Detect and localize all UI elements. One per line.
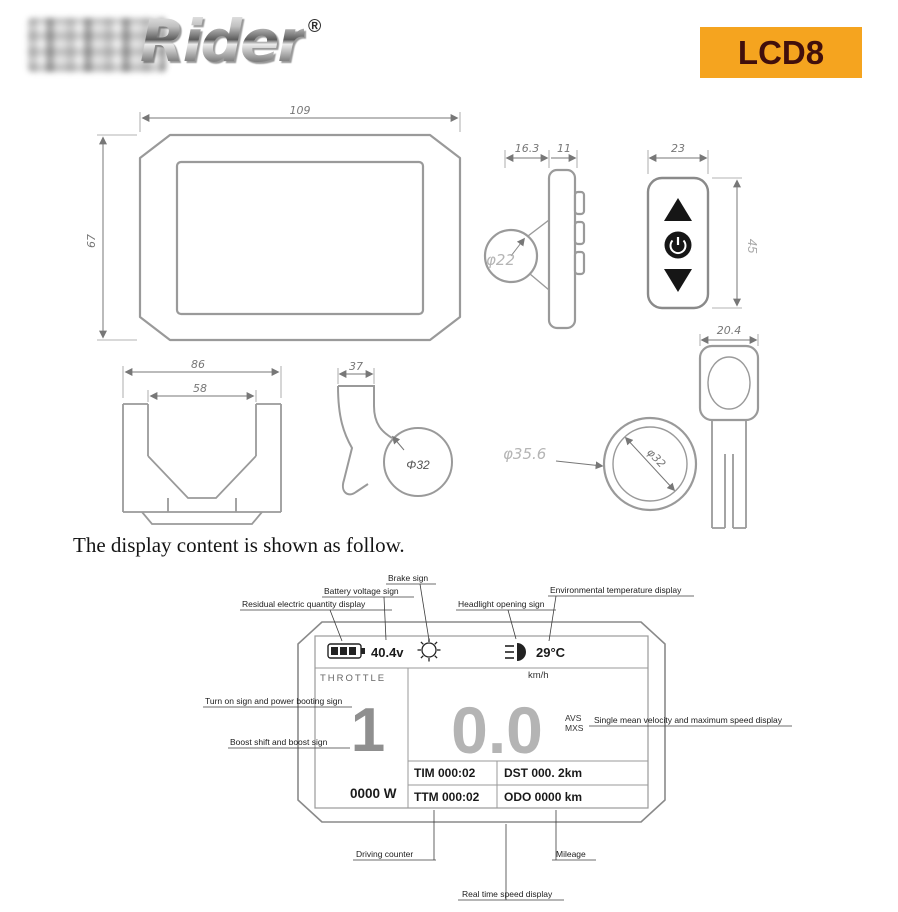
lcd-screen <box>314 635 649 809</box>
registered-trademark-icon: ® <box>308 16 322 36</box>
ring-inner-circle <box>612 426 688 502</box>
display-side-profile <box>547 168 577 330</box>
hook-ring <box>383 427 453 497</box>
dim-front-height: 67 <box>85 234 98 248</box>
speed-value: 0.0 <box>451 693 543 767</box>
dim-hook-dia: Φ32 <box>406 458 430 472</box>
label-env-temp: Environmental temperature display <box>550 585 682 595</box>
display-mockup: 40.4v 29°C THROTTLE 1 0000 W 0.0 <box>297 621 666 823</box>
drawing-side-view: 16.3 11 φ22 <box>483 142 586 330</box>
down-arrow-button-icon <box>664 269 692 292</box>
drawing-bracket-view: 86 58 <box>122 358 282 525</box>
logo-blurred-region <box>28 18 166 72</box>
battery-icon <box>327 643 365 659</box>
side-button-bottom <box>573 250 586 276</box>
model-badge: LCD8 <box>700 27 862 78</box>
label-battery-voltage: Battery voltage sign <box>324 586 399 596</box>
dim-ring-depth: 20.4 <box>717 324 742 337</box>
dim-hook-width: 37 <box>349 360 363 373</box>
technical-drawings: 109 67 16.3 11 φ22 23 <box>85 104 760 529</box>
side-button-middle <box>573 220 586 246</box>
drawing-ring-mount-view: φ35.6 φ32 20.4 <box>503 324 760 529</box>
dim-side-depth: 16.3 <box>515 142 540 155</box>
assist-level-value: 1 <box>351 696 385 765</box>
speed-unit: km/h <box>528 670 549 681</box>
voltage-value: 40.4v <box>371 645 404 660</box>
drawing-keypad-view: 23 45 <box>646 142 760 310</box>
label-realtime-speed: Real time speed display <box>462 889 553 899</box>
dim-bracket-inner: 58 <box>193 382 207 395</box>
dim-bracket-outer: 86 <box>191 358 205 371</box>
brake-icon <box>417 638 441 662</box>
power-value: 0000 W <box>350 786 397 801</box>
power-button-icon <box>664 231 692 259</box>
label-boost: Boost shift and boost sign <box>230 737 328 747</box>
temperature-value: 29°C <box>536 645 566 660</box>
annotations: Brake sign Battery voltage sign Residual… <box>203 573 792 901</box>
dim-clamp-dia: φ22 <box>486 251 515 269</box>
brand-logo: Rider ® <box>28 8 321 92</box>
bracket-outline <box>122 403 282 525</box>
odo-value: ODO 0000 km <box>504 790 582 804</box>
headlight-icon <box>505 643 526 661</box>
dst-value: DST 000. 2km <box>504 766 582 780</box>
throttle-label: THROTTLE <box>320 673 386 684</box>
dim-side-button-depth: 11 <box>557 142 571 155</box>
display-content-diagram: 40.4v 29°C THROTTLE 1 0000 W 0.0 <box>203 573 792 901</box>
logo-text: Rider <box>140 7 306 75</box>
tim-value: TIM 000:02 <box>414 766 476 780</box>
label-residual: Residual electric quantity display <box>242 599 366 609</box>
label-power-on: Turn on sign and power booting sign <box>205 696 342 706</box>
dim-front-width: 109 <box>290 104 311 117</box>
display-screen-outline <box>175 160 425 316</box>
drawing-front-view: 109 67 <box>85 104 462 342</box>
label-brake: Brake sign <box>388 573 428 583</box>
ring-side-prongs <box>711 420 747 529</box>
side-button-top <box>573 190 586 216</box>
label-avg-max-speed: Single mean velocity and maximum speed d… <box>594 715 783 725</box>
label-driving-counter: Driving counter <box>356 849 413 859</box>
label-headlight: Headlight opening sign <box>458 599 545 609</box>
avs-label: AVS <box>565 713 582 723</box>
dim-keypad-height: 45 <box>745 239 760 254</box>
ttm-value: TTM 000:02 <box>414 790 480 804</box>
label-mileage: Mileage <box>556 849 586 859</box>
up-arrow-button-icon <box>664 198 692 221</box>
dim-ring-outer-dia: φ35.6 <box>503 445 546 463</box>
mxs-label: MXS <box>565 723 584 733</box>
section-caption: The display content is shown as follow. <box>73 533 405 557</box>
dim-keypad-width: 23 <box>671 142 685 155</box>
drawing-clamp-hook-view: 37 Φ32 <box>337 360 453 497</box>
